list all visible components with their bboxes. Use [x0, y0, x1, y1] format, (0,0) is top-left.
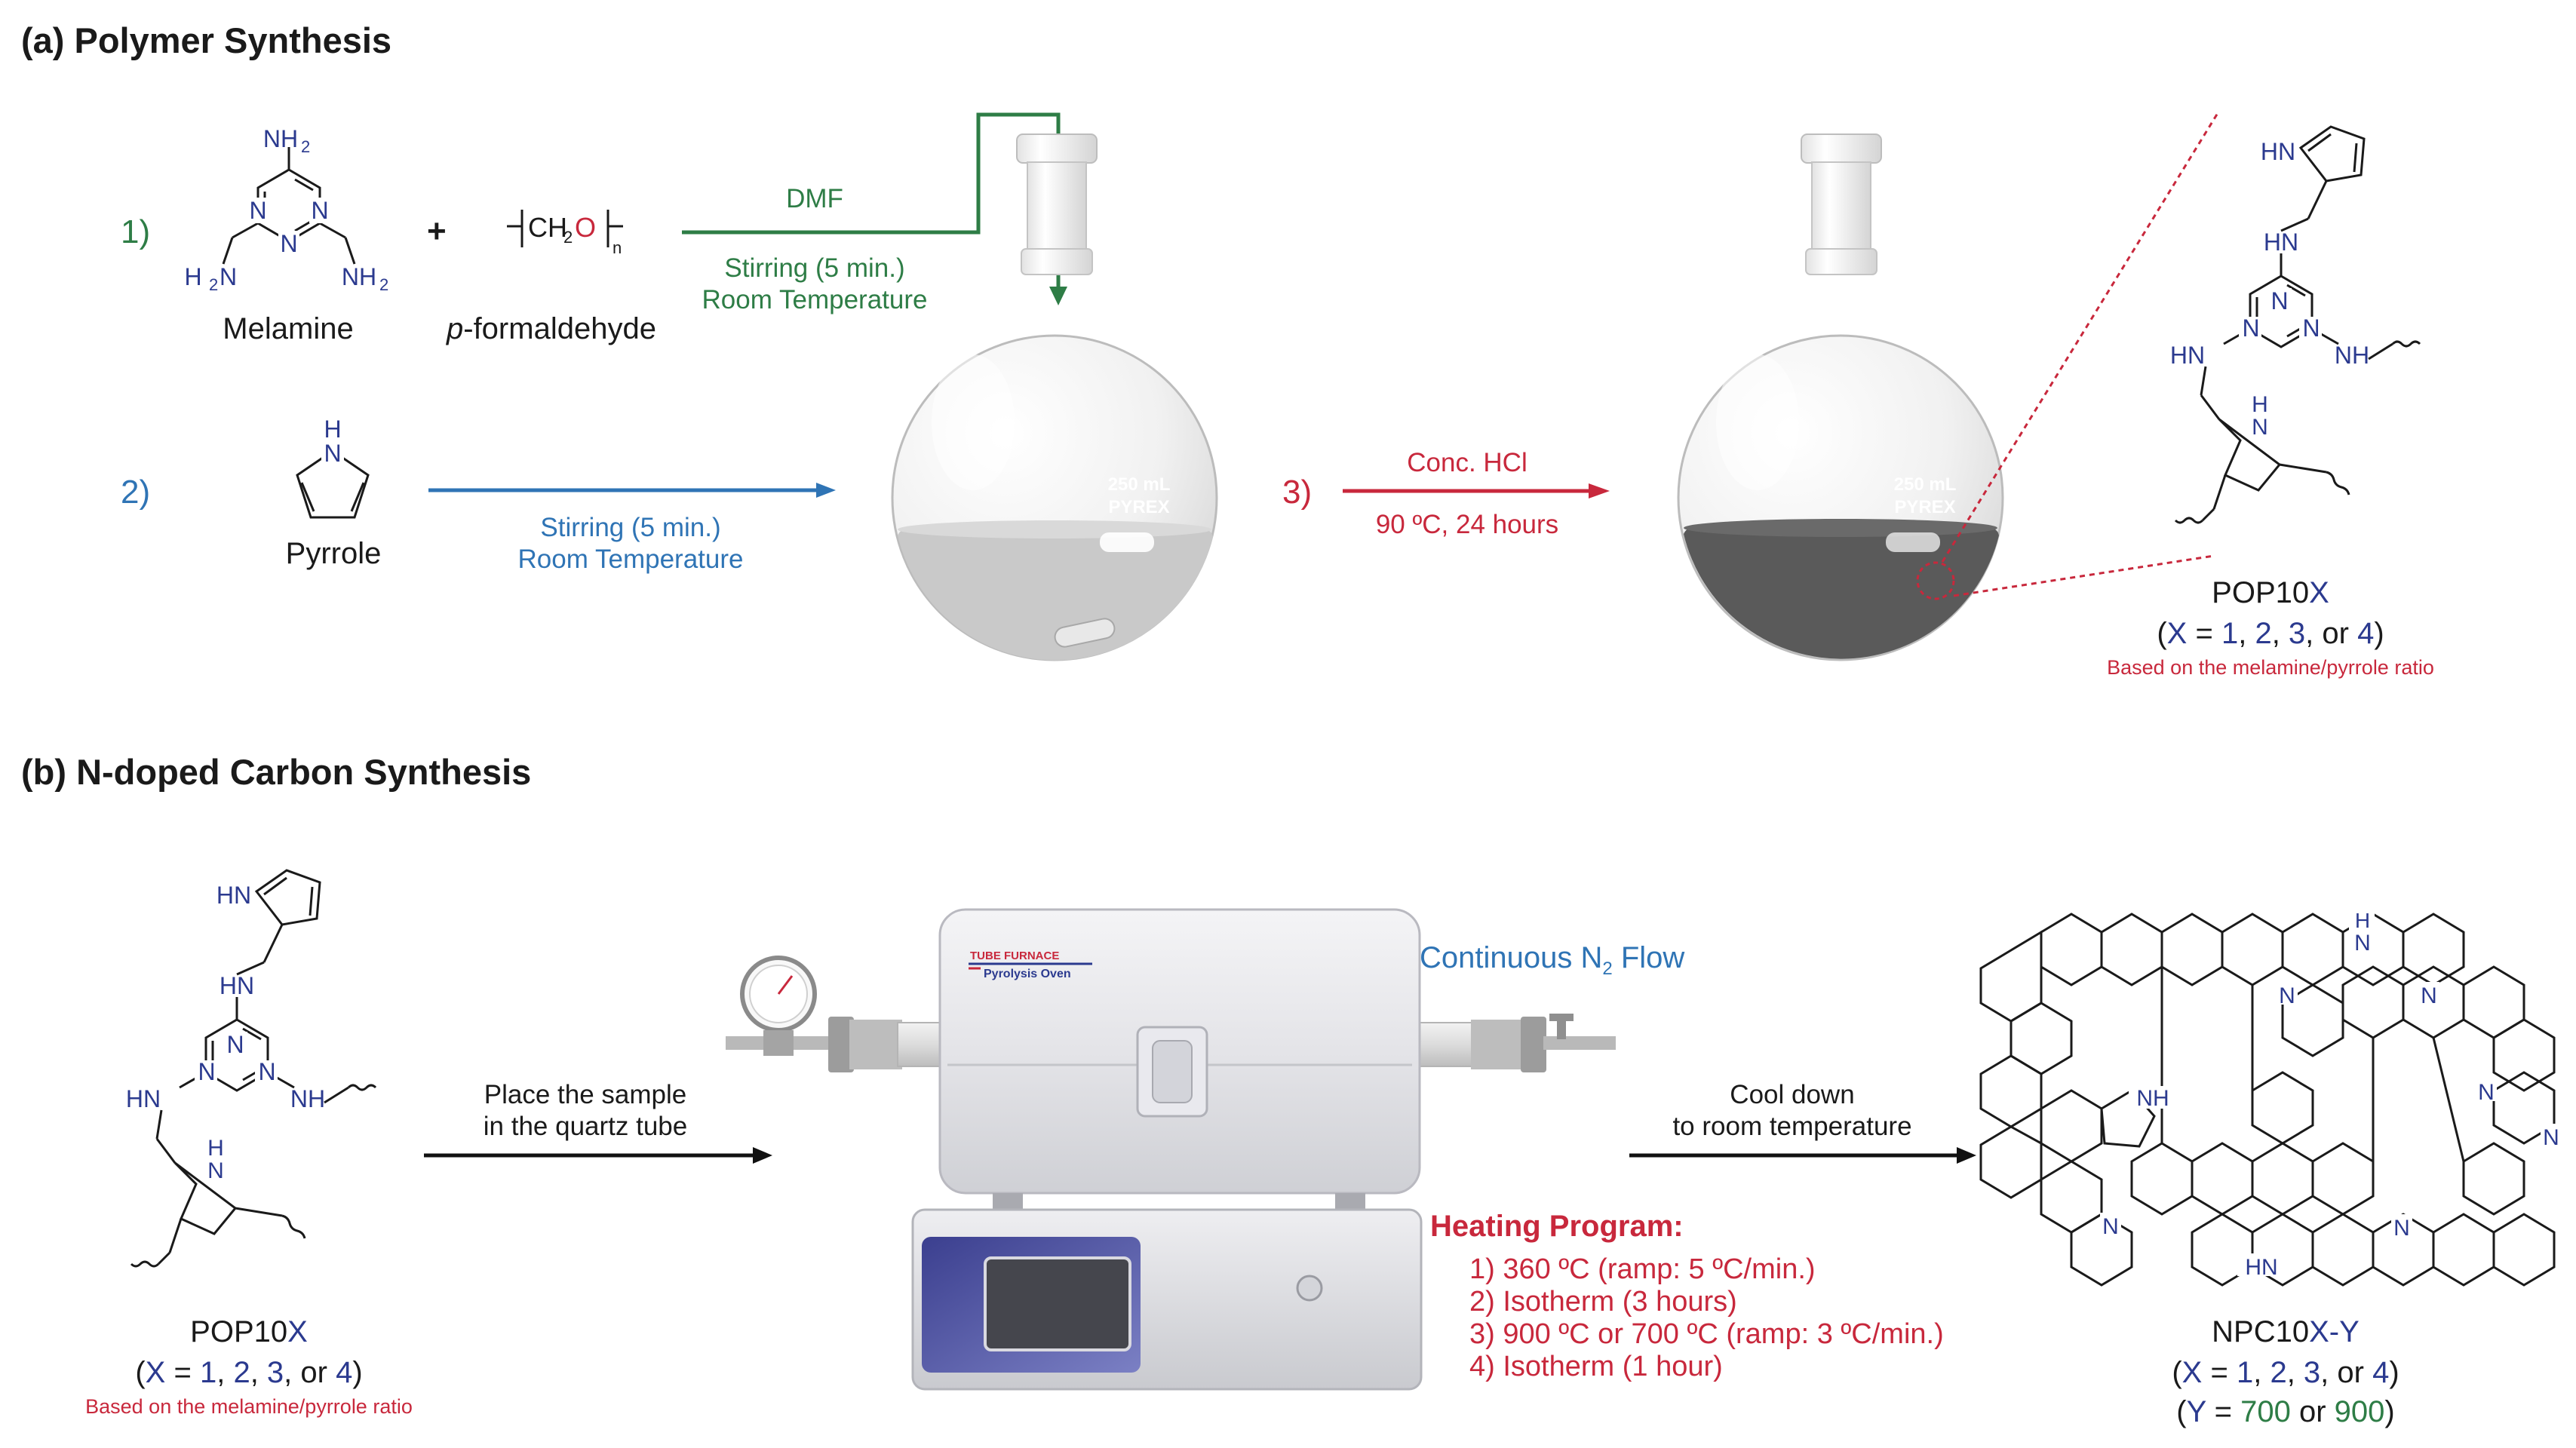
- pop-b-name: POP10X: [190, 1315, 308, 1348]
- melamine-atom-n3: N: [280, 230, 297, 257]
- section-a-title: (a) Polymer Synthesis: [21, 20, 392, 60]
- step1-cond-line2: Room Temperature: [702, 285, 928, 314]
- step-b1-line2: in the quartz tube: [483, 1112, 688, 1141]
- step-b2-line1: Cool down: [1730, 1080, 1855, 1109]
- melamine-h2n-left-sub: 2: [209, 275, 218, 294]
- flask2-brand: PYREX: [1894, 497, 1955, 517]
- heating-step-3: 3) 900 ºC or 700 ºC (ramp: 3 ºC/min.): [1469, 1318, 1944, 1350]
- npc-structure: [1979, 913, 2556, 1287]
- furnace-brand-line1: TUBE FURNACE: [970, 949, 1059, 962]
- melamine-atom-n2: N: [249, 197, 266, 224]
- dmf-label: DMF: [786, 184, 843, 213]
- pop-structure-b: [130, 869, 377, 1268]
- flask1-brand: PYREX: [1108, 497, 1169, 517]
- pop-a-note: Based on the melamine/pyrrole ratio: [2107, 656, 2434, 679]
- flask1-volume: 250 mL: [1108, 474, 1171, 495]
- pformaldehyde-n: n: [613, 238, 622, 257]
- pop-a-hn-left: HN: [2170, 342, 2205, 369]
- pop-a-triazine-n3: N: [2302, 314, 2320, 342]
- step2-cond-line1: Stirring (5 min.): [540, 513, 721, 542]
- plus-sign: +: [427, 213, 447, 250]
- step2-number: 2): [121, 474, 151, 511]
- npc-n3: N: [2478, 1080, 2495, 1105]
- pop-structure-a: [2174, 125, 2421, 524]
- flask-dark: [1677, 133, 2004, 661]
- heating-program-title: Heating Program:: [1430, 1210, 1684, 1243]
- pop-b-triazine-n3: N: [258, 1058, 275, 1085]
- tube-furnace: [726, 908, 1616, 1391]
- flask-light: [891, 133, 1218, 661]
- melamine-nh2-top-sub: 2: [301, 137, 310, 156]
- pyrrole-structure: [296, 449, 370, 519]
- melamine-structure: [232, 147, 346, 243]
- pformaldehyde-ch: CH: [528, 212, 567, 243]
- npc-n5: N: [2102, 1214, 2119, 1239]
- pop-a-name: POP10X: [2212, 576, 2329, 609]
- step2-cond-line2: Room Temperature: [517, 545, 744, 574]
- pop-a-pyrrole-h: H: [2252, 392, 2268, 417]
- pyrrole-atom-n: N: [324, 440, 341, 467]
- pop-b-pyrrole-h: H: [207, 1136, 224, 1161]
- melamine-h2n-left-n: N: [220, 263, 237, 290]
- melamine-h2n-left: H: [184, 263, 201, 290]
- step1-number: 1): [121, 213, 151, 250]
- pformaldehyde-sub2: 2: [563, 228, 573, 247]
- heating-program-list: 1) 360 ºC (ramp: 5 ºC/min.) 2) Isotherm …: [1469, 1253, 1944, 1383]
- pop-b-hn-left: HN: [126, 1085, 161, 1112]
- pop-b-nh-right: NH: [290, 1085, 325, 1112]
- step3-reagent: Conc. HCl: [1407, 448, 1527, 477]
- npc-n1: N: [2279, 983, 2295, 1008]
- section-b-title: (b) N-doped Carbon Synthesis: [21, 752, 532, 792]
- pop-a-nh-right: NH: [2335, 342, 2369, 369]
- step-b2-line2: to room temperature: [1672, 1112, 1912, 1141]
- pop-b-triazine-n1: N: [226, 1031, 244, 1058]
- step3-conditions: 90 ºC, 24 hours: [1375, 510, 1559, 539]
- npc-n2: N: [2421, 983, 2437, 1008]
- npc-hn-bottom: HN: [2245, 1255, 2277, 1280]
- pformaldehyde-o: O: [575, 212, 596, 243]
- melamine-nh2-right: NH: [342, 263, 376, 290]
- npc-name: NPC10X-Y: [2212, 1315, 2360, 1348]
- pformaldehyde-structure: [507, 210, 623, 247]
- pop-b-hn-mid: HN: [220, 972, 254, 999]
- melamine-nh2-top: NH: [263, 125, 298, 152]
- flask2-volume: 250 mL: [1894, 474, 1957, 495]
- pop-a-pyrrole-n: N: [2252, 415, 2268, 440]
- npc-top-h: H: [2355, 909, 2370, 932]
- pop-b-pyrrole-n: N: [207, 1158, 224, 1183]
- pop-b-definition: (X = 1, 2, 3, or 4): [135, 1356, 363, 1389]
- pop-b-triazine-n2: N: [198, 1058, 215, 1085]
- melamine-atom-n1: N: [311, 197, 328, 224]
- nitrogen-flow-label: Continuous N2 Flow: [1420, 941, 1685, 979]
- heating-step-2: 2) Isotherm (3 hours): [1469, 1286, 1737, 1318]
- npc-n6: N: [2393, 1216, 2410, 1241]
- npc-x-definition: (X = 1, 2, 3, or 4): [2172, 1356, 2399, 1389]
- pop-a-hn-mid: HN: [2264, 229, 2298, 256]
- npc-nh-left: NH: [2136, 1086, 2169, 1111]
- pyrrole-label: Pyrrole: [285, 537, 382, 570]
- pop-b-note: Based on the melamine/pyrrole ratio: [85, 1395, 413, 1418]
- pop-a-definition: (X = 1, 2, 3, or 4): [2157, 617, 2384, 650]
- heating-step-4: 4) Isotherm (1 hour): [1469, 1351, 1723, 1382]
- npc-top-n: N: [2354, 931, 2371, 956]
- pyrrole-atom-h: H: [324, 416, 341, 443]
- pop-a-triazine-n1: N: [2271, 287, 2288, 314]
- pop-a-hn-top: HN: [2261, 138, 2295, 165]
- step-b1-line1: Place the sample: [484, 1080, 687, 1109]
- npc-n4: N: [2543, 1125, 2559, 1150]
- melamine-nh2-right-sub: 2: [379, 275, 388, 294]
- pop-a-triazine-n2: N: [2242, 314, 2259, 342]
- step3-number: 3): [1282, 474, 1313, 511]
- npc-y-definition: (Y = 700 or 900): [2176, 1395, 2395, 1428]
- pop-b-hn-top: HN: [216, 882, 251, 909]
- step1-cond-line1: Stirring (5 min.): [724, 253, 905, 283]
- heating-step-1: 1) 360 ºC (ramp: 5 ºC/min.): [1469, 1253, 1816, 1285]
- melamine-label: Melamine: [223, 312, 354, 345]
- pformaldehyde-label: p-formaldehyde: [447, 312, 656, 345]
- furnace-brand-line2: Pyrolysis Oven: [984, 968, 1071, 980]
